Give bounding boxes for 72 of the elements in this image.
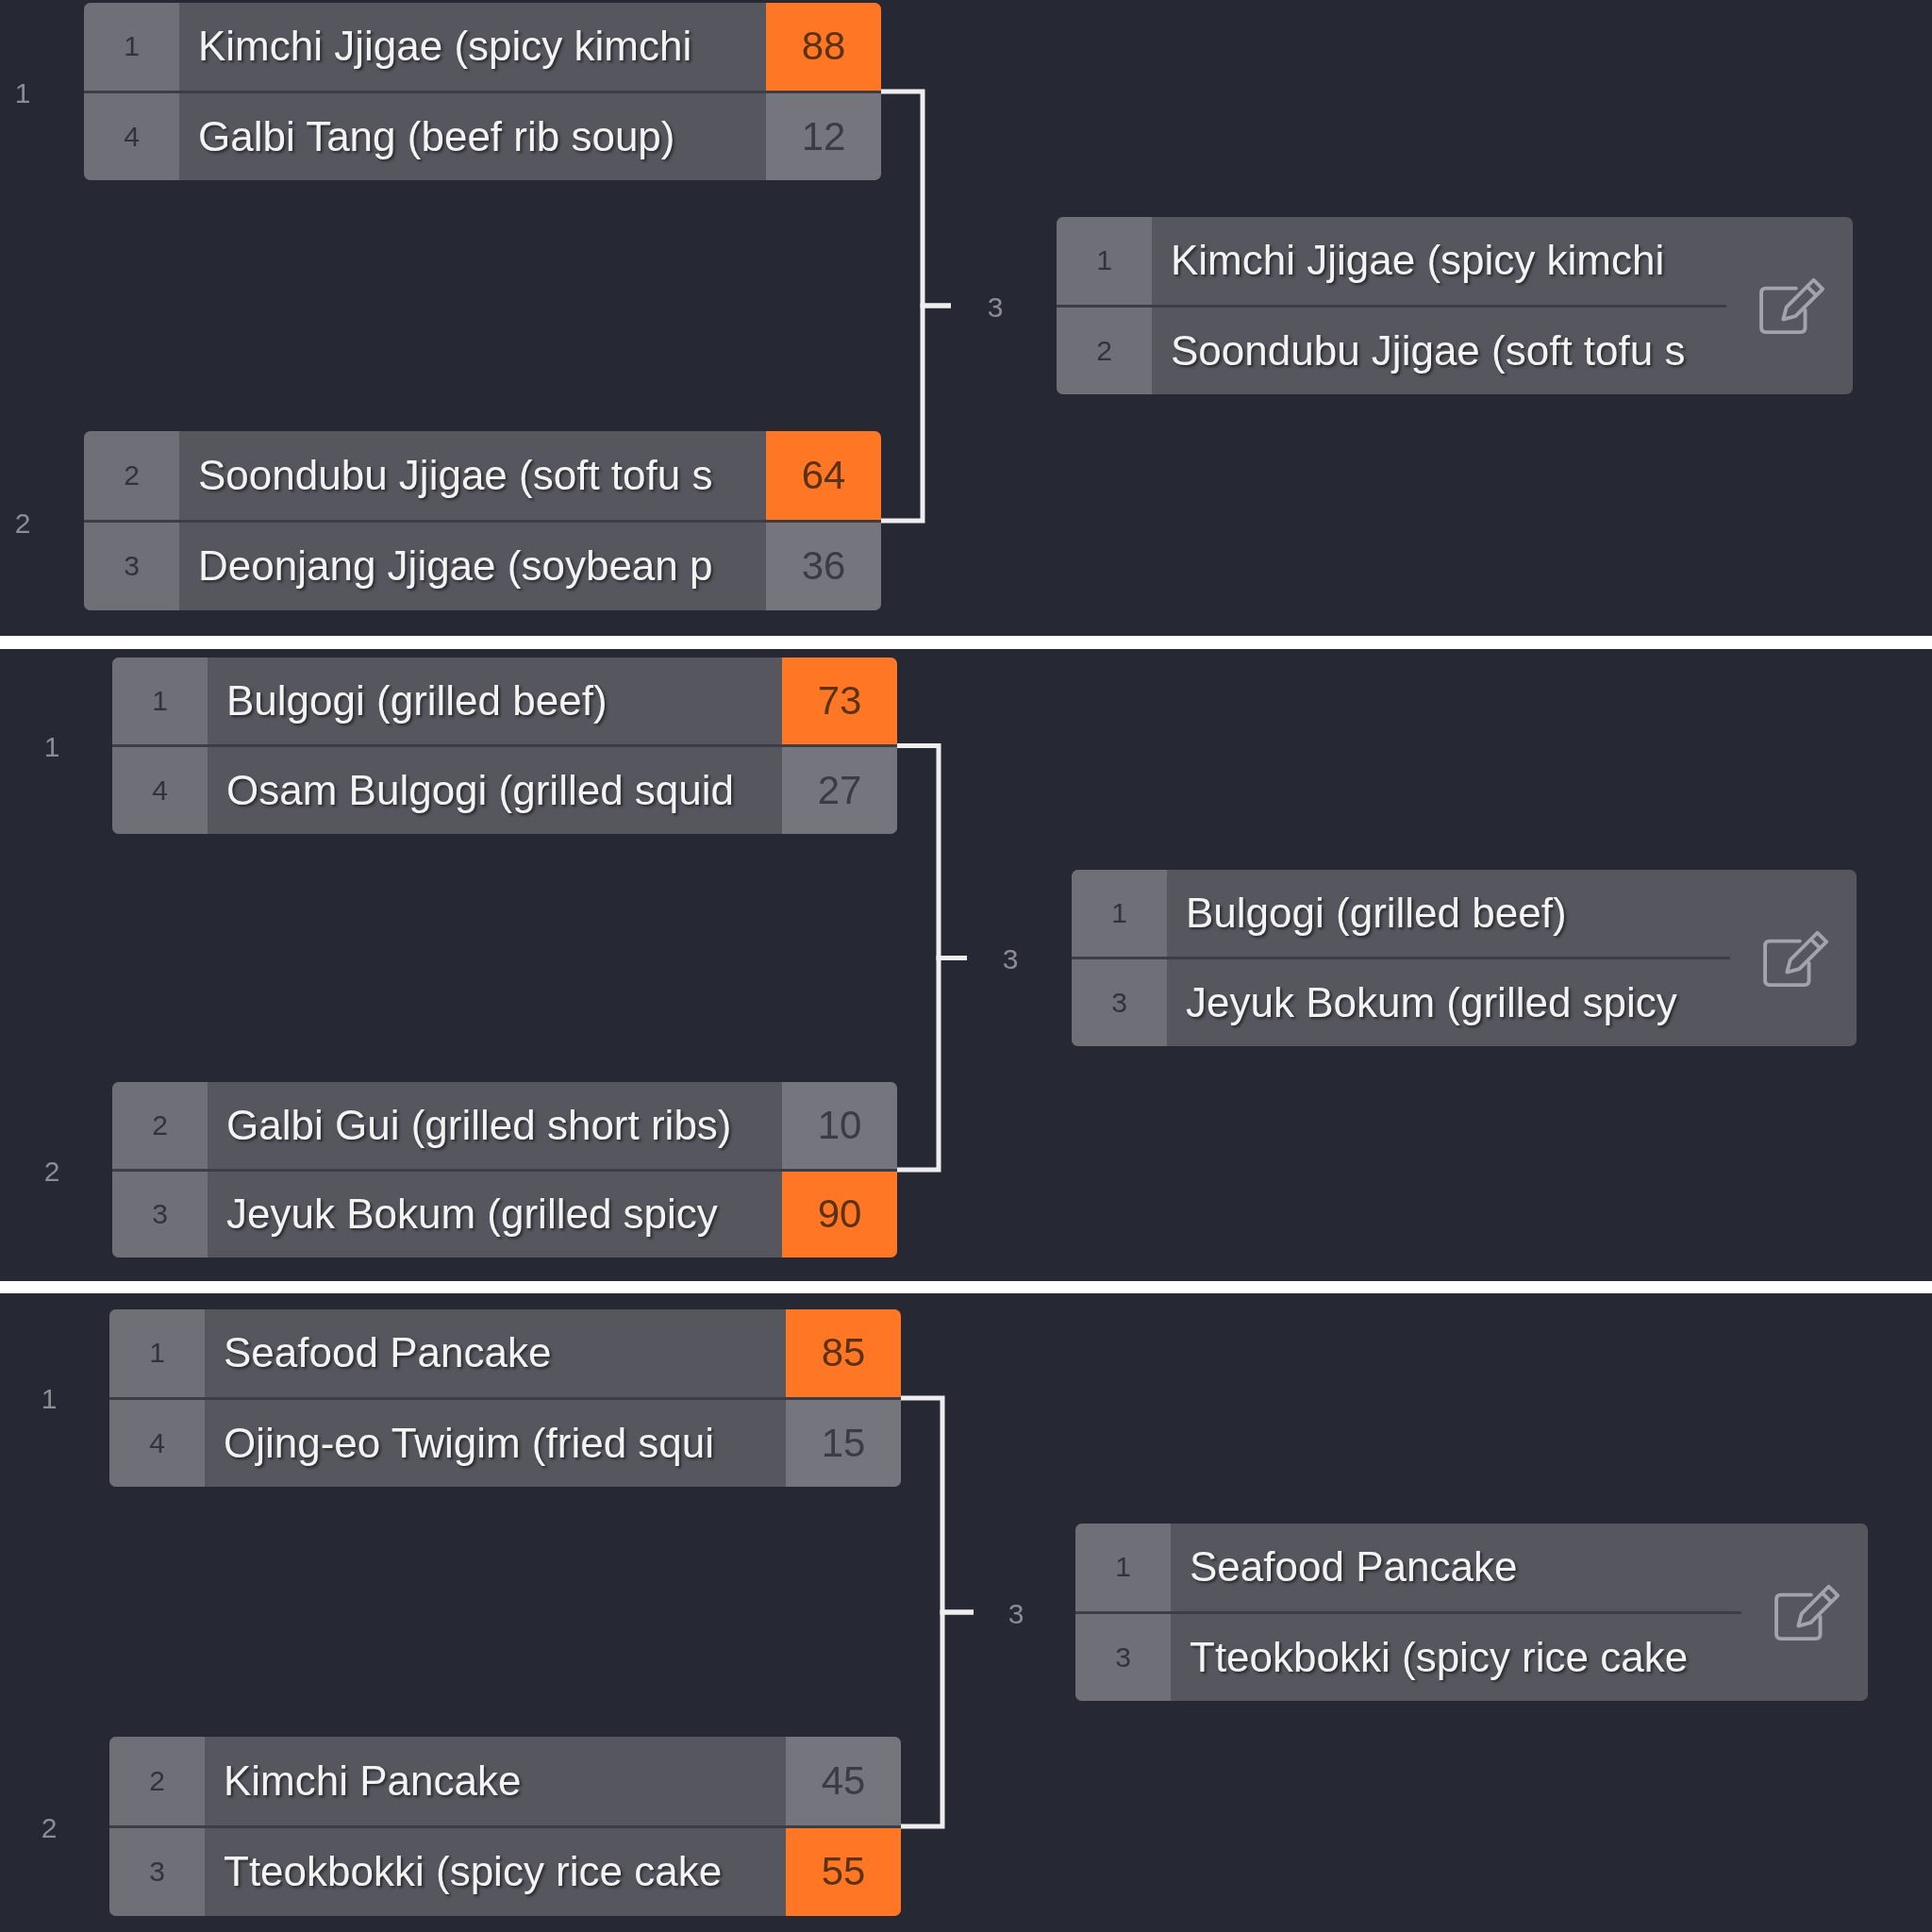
match-number: 3 [1002,942,1019,974]
seed-number: 2 [1057,307,1152,394]
match-card [1057,217,1853,394]
seed-number: 1 [109,1309,205,1397]
seed-number: 3 [109,1827,205,1916]
winning-score: 88 [766,3,881,91]
match-card [1072,870,1857,1046]
match-number: 1 [41,1382,58,1414]
dish-name: Soondubu Jjigae (soft tofu s [198,451,713,500]
seed-number: 3 [1075,1613,1171,1701]
seed-number: 1 [84,3,179,91]
match-number: 3 [987,291,1004,323]
match-number: 2 [43,1155,60,1187]
dish-name: Tteokbokki (spicy rice cake [1190,1633,1689,1682]
dish-name: Ojing-eo Twigim (fried squi [224,1419,715,1468]
score: 36 [766,522,881,610]
dish-name: Galbi Tang (beef rib soup) [198,112,675,161]
seed-number: 2 [112,1082,208,1169]
match-card [109,1737,901,1916]
seed-number: 2 [84,431,179,520]
score: 27 [782,747,897,834]
seed-number: 1 [1072,870,1167,957]
seed-number: 2 [109,1737,205,1825]
match-number: 1 [14,76,31,108]
score: 10 [782,1082,897,1169]
match-card [109,1309,901,1487]
seed-number: 1 [112,658,208,744]
dish-name: Bulgogi (grilled beef) [226,676,608,725]
winning-score: 55 [786,1827,901,1916]
seed-number: 3 [84,522,179,610]
score: 12 [766,92,881,180]
seed-number: 3 [112,1171,208,1257]
dish-name: Bulgogi (grilled beef) [1186,889,1567,938]
seed-number: 1 [1075,1524,1171,1611]
winning-score: 85 [786,1309,901,1397]
seed-number: 4 [84,92,179,180]
dish-name: Kimchi Jjigae (spicy kimchi [1171,236,1665,285]
bracket-line [881,303,951,524]
dish-name: Seafood Pancake [224,1328,552,1377]
dish-name: Tteokbokki (spicy rice cake [224,1847,723,1896]
match-card [84,3,881,180]
dish-name: Kimchi Pancake [224,1757,522,1806]
bracket-panel [0,0,1932,636]
bracket-panel [0,1293,1932,1932]
dish-name: Kimchi Jjigae (spicy kimchi [198,22,692,71]
match-card [112,658,897,834]
match-number: 2 [14,507,31,539]
match-card [84,431,881,610]
seed-number: 3 [1072,959,1167,1046]
winning-score: 73 [782,658,897,744]
seed-number: 4 [112,747,208,834]
dish-name: Seafood Pancake [1190,1542,1518,1591]
match-number: 1 [43,730,60,762]
dish-name: Galbi Gui (grilled short ribs) [226,1101,732,1150]
dish-name: Osam Bulgogi (grilled squid [226,766,735,815]
match-card [112,1082,897,1257]
match-number: 3 [1008,1597,1024,1629]
dish-name: Deonjang Jjigae (soybean p [198,541,713,591]
seed-number: 4 [109,1399,205,1487]
dish-name: Soondubu Jjigae (soft tofu s [1171,326,1686,375]
seed-number: 1 [1057,217,1152,305]
bracket-line [901,1609,974,1829]
dish-name: Jeyuk Bokum (grilled spicy [226,1190,718,1239]
winning-score: 64 [766,431,881,520]
winning-score: 90 [782,1171,897,1257]
score: 45 [786,1737,901,1825]
dish-name: Jeyuk Bokum (grilled spicy [1186,978,1677,1027]
match-card [1075,1524,1868,1701]
score: 15 [786,1399,901,1487]
bracket-line [897,956,967,1173]
bracket-panel [0,649,1932,1281]
match-number: 2 [41,1811,58,1843]
